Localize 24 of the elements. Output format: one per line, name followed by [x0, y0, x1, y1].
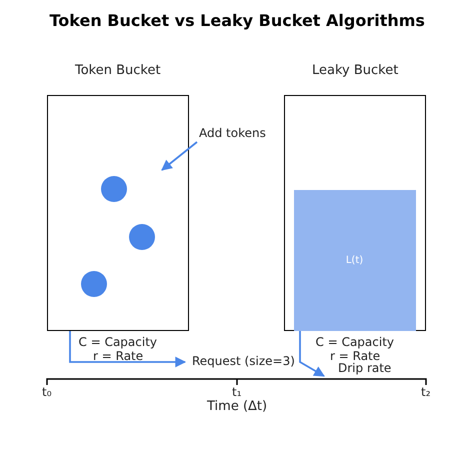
water-level-fill — [294, 190, 416, 330]
token-circle — [128, 224, 154, 250]
level-label: L(t) — [346, 254, 364, 266]
bucket-box — [284, 95, 426, 331]
parameter-text: r = Rate — [93, 350, 144, 364]
diagram-title: Token Bucket vs Leaky Bucket Algorithms — [50, 12, 425, 30]
bucket-heading: Token Bucket — [75, 64, 161, 79]
edge-label: Drip rate — [338, 362, 392, 376]
tick-label: t₀ — [42, 386, 52, 400]
edge-label: Request (size=3) — [192, 355, 295, 369]
bucket-heading: Leaky Bucket — [312, 64, 398, 79]
arrow — [161, 141, 198, 171]
tick-label: t₂ — [421, 386, 431, 400]
parameter-text: C = Capacity — [78, 336, 158, 350]
arrow — [299, 331, 325, 377]
token-circle — [100, 176, 126, 202]
tick-label: t₁ — [232, 386, 242, 400]
annotation-text: Add tokens — [199, 126, 266, 140]
parameter-text: C = Capacity — [316, 336, 394, 350]
token-circle — [80, 270, 106, 296]
axis-title: Time (Δt) — [207, 400, 268, 415]
arrow — [69, 331, 186, 368]
bucket-box — [47, 95, 189, 331]
parameter-text: r = Rate — [330, 350, 380, 363]
